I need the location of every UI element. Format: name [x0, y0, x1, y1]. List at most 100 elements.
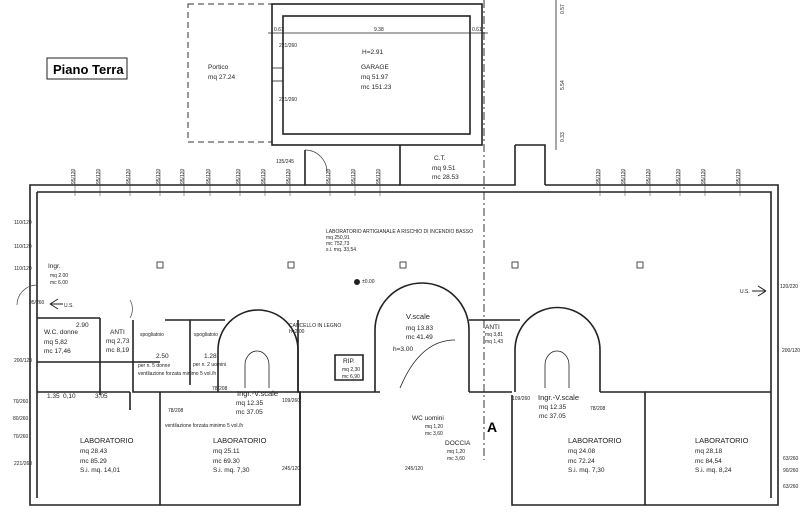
ventilation-note: ventilazione forzata minimo 5 vol./h — [165, 423, 243, 429]
spogliatoio-2-label: spogliatoio — [194, 332, 218, 338]
window-dim-label: 95/120 — [96, 168, 102, 184]
wc-uomini-mq: mq 1,20 — [425, 424, 443, 430]
wc-uomini-mc: mc 3,60 — [425, 431, 443, 437]
opening-dim-label: 80/260 — [13, 416, 29, 422]
exit-arrow-left-icon — [49, 298, 63, 310]
window-dim-label: 95/120 — [676, 168, 682, 184]
svg-text:LABORATORIO: LABORATORIO — [80, 436, 134, 445]
svg-text:LABORATORIO: LABORATORIO — [695, 436, 749, 445]
portico-outline — [187, 3, 273, 143]
garage-label: GARAGE — [361, 64, 389, 71]
wc-donne-mq: mq 5,82 — [44, 339, 68, 346]
garage-mc: mc 151.23 — [361, 84, 392, 91]
svg-text:mc 84,54: mc 84,54 — [695, 458, 722, 465]
garage-height: H=2.91 — [362, 49, 384, 56]
svg-text:S.i. mq. 8,24: S.i. mq. 8,24 — [695, 467, 732, 474]
opening-dim-label: 245/120 — [282, 466, 300, 472]
opening-dim-label: 78/208 — [212, 386, 228, 392]
level-label: ±0.00 — [362, 279, 375, 285]
opening-dim-label: 63/260 — [783, 484, 799, 490]
ingr-mq: mq 2.00 — [50, 273, 68, 279]
window-dim-label: 95/120 — [351, 168, 357, 184]
opening-dim-label: 109/260 — [512, 396, 530, 402]
svg-text:S.i. mq. 7,30: S.i. mq. 7,30 — [568, 467, 605, 474]
svg-text:mq 28.43: mq 28.43 — [80, 448, 107, 455]
opening-dim-label: 221/260 — [279, 43, 297, 49]
cancello-label: CANCELLO IN LEGNO — [289, 323, 341, 329]
ct-mq: mq 9.51 — [432, 165, 456, 172]
opening-dim-label: 221/260 — [14, 461, 32, 467]
ingr-vscale-right-label: Ingr.-V.scale — [538, 393, 579, 402]
ingr-label: Ingr. — [48, 263, 61, 270]
anti-left-label: ANTI — [110, 329, 125, 336]
ct-label: C.T. — [434, 155, 446, 162]
window-dim-label: 95/120 — [701, 168, 707, 184]
rip-mq: mq 2,30 — [342, 367, 360, 373]
opening-dim-label: 200/120 — [782, 348, 800, 354]
anti-left-mc: mc 8,19 — [106, 347, 130, 354]
window-dim-label: 95/120 — [126, 168, 132, 184]
window-dim-label: 95/120 — [286, 168, 292, 184]
opening-dim-label: 78/208 — [590, 406, 606, 412]
columns — [156, 261, 644, 269]
dim-label: 5.54 — [560, 80, 566, 90]
window-dim-label: 95/120 — [326, 168, 332, 184]
dim-label: 9.38 — [374, 27, 384, 33]
ingr-vscale-left-mc: mc 37.05 — [236, 409, 263, 416]
window-dim-label: 95/120 — [180, 168, 186, 184]
opening-dim-label: 63/260 — [783, 456, 799, 462]
window-dim-label: 95/120 — [376, 168, 382, 184]
window-dim-label: 95/120 — [236, 168, 242, 184]
wc-uomini-label: WC uomini — [412, 415, 444, 422]
dim-label: 1.28 — [204, 353, 217, 360]
wc-donne-label: W.C. donne — [44, 329, 78, 336]
window-dim-label: 95/120 — [736, 168, 742, 184]
ingr-vscale-left-mq: mq 12.35 — [236, 400, 263, 407]
svg-text:mc 69.30: mc 69.30 — [213, 458, 240, 465]
vscale-height: h=3.00 — [393, 346, 413, 353]
opening-dim-label: 221/260 — [279, 97, 297, 103]
vscale-label: V.scale — [406, 312, 430, 321]
opening-dim-label: 110/120 — [14, 244, 32, 250]
plan-title: Piano Terra — [53, 62, 124, 77]
svg-text:LABORATORIO: LABORATORIO — [213, 436, 267, 445]
garage-mq: mq 51.97 — [361, 74, 388, 81]
opening-dim-label: 200/120 — [14, 358, 32, 364]
spogliatoio-2-note: per n. 2 uomini — [193, 362, 226, 368]
main-hall-label: LABORATORIO ARTIGIANALE A RISCHIO DI INC… — [326, 229, 473, 235]
dim-label: 1.35 — [47, 393, 60, 400]
window-dim-label: 95/120 — [71, 168, 77, 184]
spogliatoio-1-note: per n. 5 donne — [138, 363, 170, 369]
level-marker-icon — [354, 279, 360, 285]
opening-dim-label: 120/220 — [780, 284, 798, 290]
building-walls — [29, 149, 779, 506]
exit-arrow-right-icon — [752, 285, 767, 297]
vscale-mq: mq 13.83 — [406, 325, 433, 332]
ingr-mc: mc 6.00 — [50, 280, 68, 286]
central-core-walls — [165, 282, 771, 505]
lab-1: LABORATORIO mq 28.43 mc 85.29 S.i. mq. 1… — [80, 436, 134, 474]
opening-dim-label: 78/208 — [168, 408, 184, 414]
opening-dim-label: 70/260 — [13, 434, 29, 440]
cancello-height: h=2,00 — [289, 329, 305, 335]
doccia-mq: mq 1,20 — [447, 449, 465, 455]
left-service-rooms — [16, 284, 225, 505]
ct-walls — [399, 144, 546, 186]
anti-left-mq: mq 2,73 — [106, 338, 130, 345]
main-hall-si: s.i. mq. 33,54 — [326, 247, 356, 253]
opening-dim-label: 110/120 — [14, 266, 32, 272]
exit-label-left: U.S. — [64, 303, 74, 309]
dim-label: 0.61 — [274, 27, 284, 33]
window-dim-label: 95/120 — [156, 168, 162, 184]
anti-right-mq: mq 3,81 — [485, 332, 503, 338]
garage-walls — [271, 3, 483, 146]
window-dim-label: 95/120 — [621, 168, 627, 184]
dim-label: 0.61 — [472, 27, 482, 33]
opening-dim-label: 135/245 — [276, 159, 294, 165]
exit-label-right: U.S. — [740, 289, 750, 295]
portico-label: Portico — [208, 64, 229, 71]
window-dim-label: 95/120 — [596, 168, 602, 184]
lab-4: LABORATORIO mq 28,18 mc 84,54 S.i. mq. 8… — [695, 436, 749, 474]
dim-label: 2.50 — [156, 353, 169, 360]
svg-text:mc 85.29: mc 85.29 — [80, 458, 107, 465]
